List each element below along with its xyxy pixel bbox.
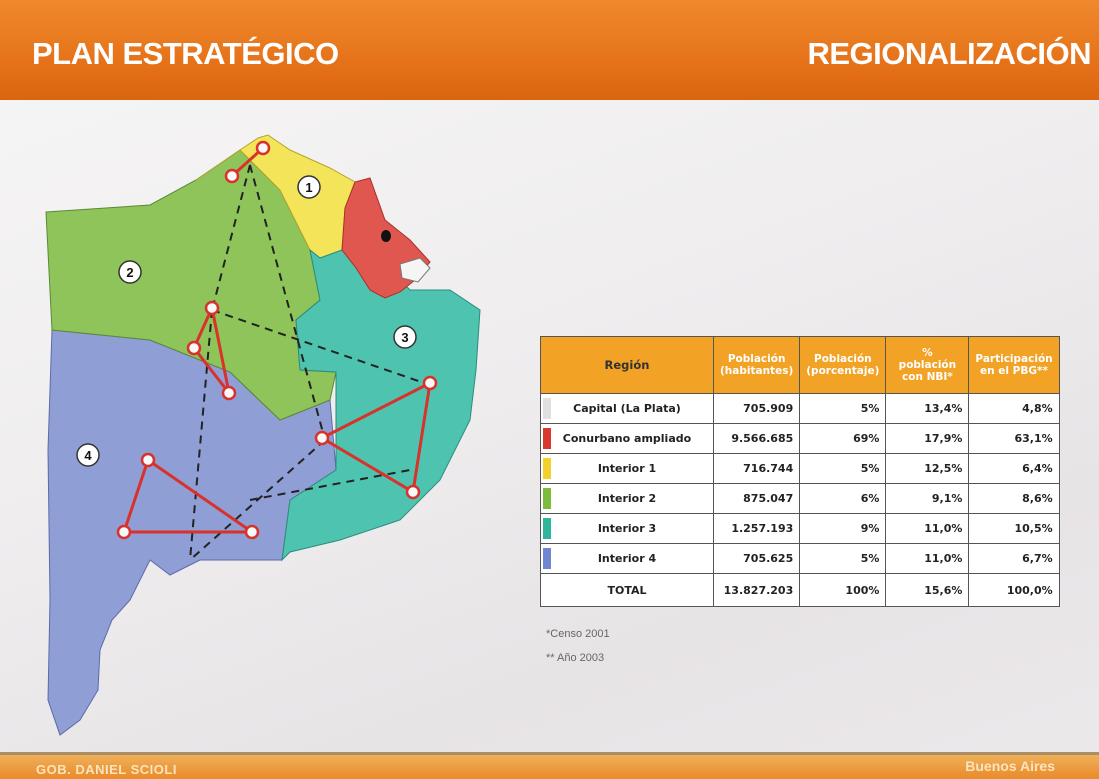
table-row: Capital (La Plata) 705.909 5% 13,4% 4,8% [540, 393, 1060, 424]
pbg-cell: 4,8% [968, 393, 1060, 424]
footer-right-text: Buenos Aires [965, 758, 1055, 774]
region-name: Interior 4 [597, 552, 657, 565]
region-name: Capital (La Plata) [573, 402, 681, 415]
caba-marker [381, 230, 391, 242]
table-row: Interior 2 875.047 6% 9,1% 8,6% [540, 483, 1060, 514]
color-swatch [543, 428, 551, 449]
col-nbi: % población con NBI* [885, 336, 970, 394]
col-region: Región [540, 336, 714, 394]
porcentaje-cell: 69% [799, 423, 887, 454]
section-title: REGIONALIZACIÓN [807, 36, 1091, 71]
total-porcentaje: 100% [799, 573, 887, 607]
porcentaje-cell: 6% [799, 483, 887, 514]
col-porcentaje: Población (porcentaje) [799, 336, 887, 394]
pbg-cell: 63,1% [968, 423, 1060, 454]
svg-text:3: 3 [401, 330, 408, 345]
table-row: Interior 4 705.625 5% 11,0% 6,7% [540, 543, 1060, 574]
total-nbi: 15,6% [885, 573, 970, 607]
porcentaje-cell: 5% [799, 393, 887, 424]
footer-left-text: GOB. DANIEL SCIOLI [36, 762, 177, 777]
table-total-row: TOTAL 13.827.203 100% 15,6% 100,0% [540, 573, 1060, 607]
nbi-cell: 9,1% [885, 483, 970, 514]
col-habitantes: Población (habitantes) [712, 336, 801, 394]
region-capital [399, 257, 431, 283]
habitantes-cell: 1.257.193 [712, 513, 801, 544]
dashed-connections [189, 164, 431, 561]
porcentaje-cell: 5% [799, 543, 887, 574]
porcentaje-cell: 5% [799, 453, 887, 484]
color-swatch [543, 548, 551, 569]
table-row: Interior 3 1.257.193 9% 11,0% 10,5% [540, 513, 1060, 544]
region-number-4: 4 [76, 443, 100, 467]
region-number-2: 2 [118, 260, 142, 284]
footnote-censo: *Censo 2001 [546, 628, 610, 640]
color-swatch [543, 398, 551, 419]
nbi-cell: 12,5% [885, 453, 970, 484]
habitantes-cell: 716.744 [712, 453, 801, 484]
footnote-anio: ** Año 2003 [546, 652, 605, 664]
footer-bar: GOB. DANIEL SCIOLI Buenos Aires [0, 752, 1099, 779]
nbi-cell: 17,9% [885, 423, 970, 454]
table-row: Interior 1 716.744 5% 12,5% 6,4% [540, 453, 1060, 484]
page-title: PLAN ESTRATÉGICO [32, 36, 339, 71]
total-habitantes: 13.827.203 [712, 573, 801, 607]
region-name: Interior 2 [597, 492, 657, 505]
nbi-cell: 13,4% [885, 393, 970, 424]
pbg-cell: 6,7% [968, 543, 1060, 574]
svg-text:4: 4 [84, 448, 92, 463]
region-number-3: 3 [393, 325, 417, 349]
porcentaje-cell: 9% [799, 513, 887, 544]
region-number-1: 1 [297, 175, 321, 199]
habitantes-cell: 705.625 [712, 543, 801, 574]
pbg-cell: 10,5% [968, 513, 1060, 544]
svg-text:2: 2 [126, 265, 133, 280]
svg-text:1: 1 [305, 180, 312, 195]
header-bar: PLAN ESTRATÉGICO REGIONALIZACIÓN [0, 0, 1099, 100]
col-pbg: Participación en el PBG** [968, 336, 1060, 394]
habitantes-cell: 705.909 [712, 393, 801, 424]
footer-divider [0, 752, 1099, 755]
nbi-cell: 11,0% [885, 543, 970, 574]
region-name: Interior 3 [597, 522, 657, 535]
color-swatch [543, 488, 551, 509]
table-row: Conurbano ampliado 9.566.685 69% 17,9% 6… [540, 423, 1060, 454]
habitantes-cell: 9.566.685 [712, 423, 801, 454]
total-label: TOTAL [540, 573, 714, 607]
habitantes-cell: 875.047 [712, 483, 801, 514]
region-name: Conurbano ampliado [562, 432, 692, 445]
city-nodes [116, 140, 438, 540]
region-name: Interior 1 [597, 462, 657, 475]
color-swatch [543, 518, 551, 539]
color-swatch [543, 458, 551, 479]
province-map: 1 2 3 4 [45, 134, 481, 736]
region-table: Región Población (habitantes) Población … [540, 336, 1060, 607]
pbg-cell: 8,6% [968, 483, 1060, 514]
table-header-row: Región Población (habitantes) Población … [540, 336, 1060, 394]
pbg-cell: 6,4% [968, 453, 1060, 484]
total-pbg: 100,0% [968, 573, 1060, 607]
nbi-cell: 11,0% [885, 513, 970, 544]
